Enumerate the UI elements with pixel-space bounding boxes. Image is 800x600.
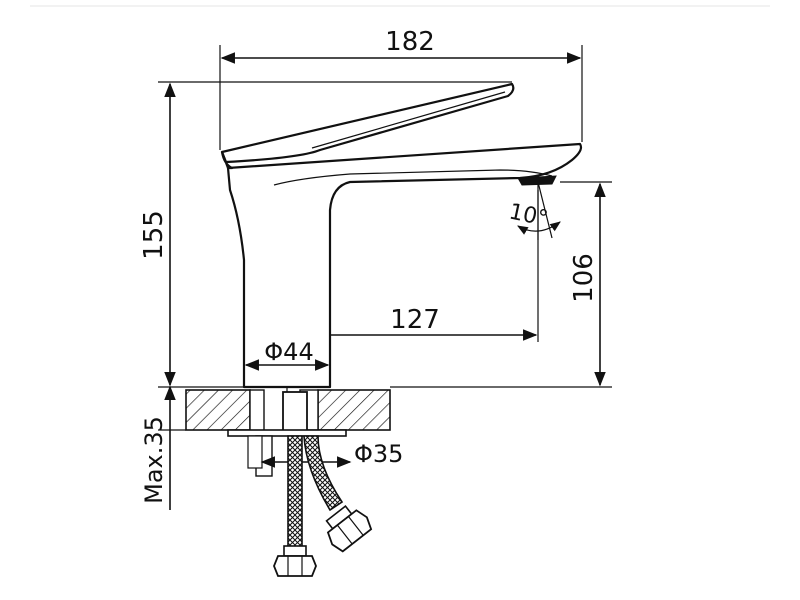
dimension-angle: 10° xyxy=(507,181,561,240)
body-diameter-label: Φ44 xyxy=(264,338,313,366)
width-label: 182 xyxy=(385,27,435,57)
height-label: 155 xyxy=(139,210,169,260)
hole-diameter-label: Φ35 xyxy=(354,440,403,468)
dimension-hole-diameter: Φ35 xyxy=(260,440,403,468)
dimension-width: 182 xyxy=(219,27,583,150)
reach-label: 127 xyxy=(390,305,440,335)
dimension-spout-height: 106 xyxy=(390,181,612,388)
max-deck-label: Max.35 xyxy=(140,416,168,504)
deck-right xyxy=(317,389,391,431)
deck-section xyxy=(158,389,391,477)
spout-height-label: 106 xyxy=(569,253,599,303)
supply-hoses xyxy=(273,435,373,577)
dimension-max-deck: Max.35 xyxy=(140,385,176,510)
dimension-body-diameter: Φ44 xyxy=(244,338,330,371)
faucet-body xyxy=(220,82,583,389)
deck-left xyxy=(185,389,251,431)
